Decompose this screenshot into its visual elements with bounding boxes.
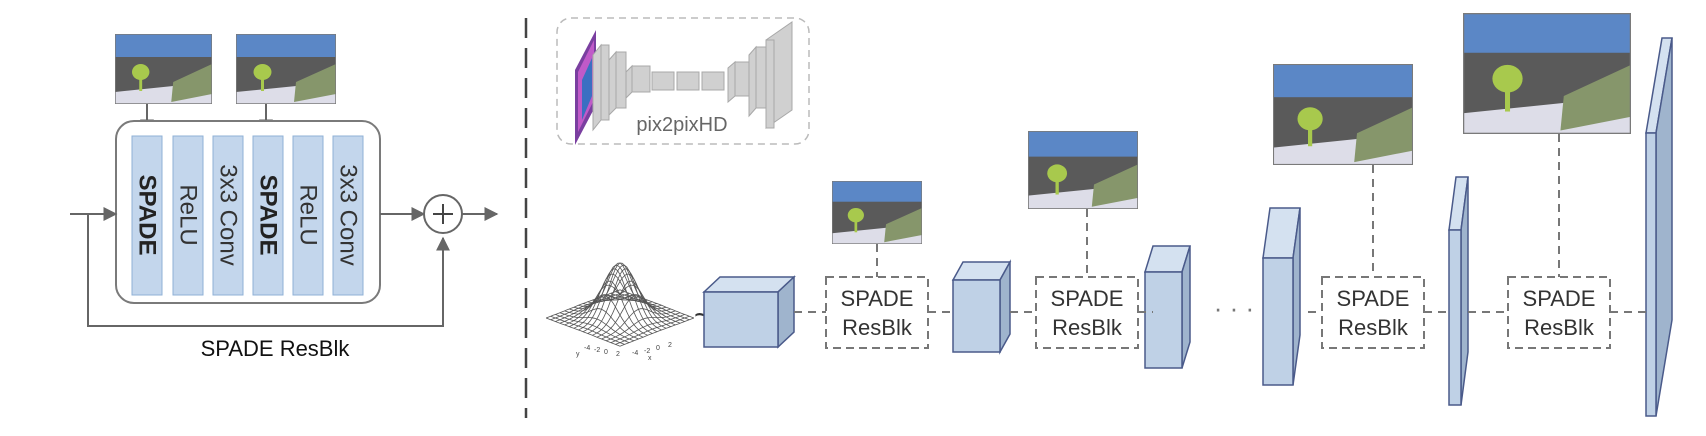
segmentation-map-icon	[832, 181, 922, 244]
svg-text:SPADE: SPADE	[1523, 286, 1596, 311]
noise-tick-label: 0	[604, 349, 608, 356]
plus-circle-icon	[423, 194, 463, 234]
resblk-layer-relu: ReLU	[292, 135, 324, 296]
noise-tick-label: 2	[616, 351, 620, 358]
noise-axis-label: x	[648, 355, 652, 362]
segmentation-map-icon	[236, 34, 336, 104]
segmentation-map-icon	[1463, 13, 1631, 134]
svg-text:3x3 Conv: 3x3 Conv	[215, 164, 242, 265]
resblk-layer-3x3-conv: 3x3 Conv	[212, 135, 244, 296]
noise-tick-label: -2	[644, 348, 650, 355]
ellipsis-dots: · · ·	[1214, 293, 1254, 323]
resblk-layer-spade: SPADE	[131, 135, 163, 296]
spade-resblk-panel: SPADE ReLU 3x3 Conv SPADE ReLU 3x3 Conv SPADE…	[70, 34, 499, 361]
svg-text:SPADE: SPADE	[841, 286, 914, 311]
svg-text:ResBlk: ResBlk	[842, 315, 913, 340]
segmentation-map-icon	[115, 34, 212, 104]
feature-block-2	[951, 259, 1012, 355]
spade-resblk-box-3: SPADE ResBlk	[1321, 276, 1425, 349]
svg-text:SPADE: SPADE	[1051, 286, 1124, 311]
resblk-layer-3x3-conv: 3x3 Conv	[332, 135, 364, 296]
feature-block-5	[1448, 176, 1469, 406]
noise-tick-label: 2	[668, 342, 672, 349]
svg-text:SPADE: SPADE	[255, 175, 282, 256]
resblk-caption: SPADE ResBlk	[201, 336, 351, 361]
noise-tick-label: 0	[656, 345, 660, 352]
svg-text:SPADE: SPADE	[134, 175, 161, 256]
segmentation-map-icon	[1028, 131, 1138, 209]
noise-axis-label: y	[576, 351, 580, 358]
pix2pixhd-label: pix2pixHD	[636, 114, 727, 136]
noise-tick-label: -4	[632, 350, 638, 357]
network-thumbnail-icon: pix2pixHD	[556, 17, 810, 145]
svg-text:ResBlk: ResBlk	[1338, 315, 1409, 340]
feature-block-3	[1143, 245, 1192, 369]
noise-tick-label: -2	[594, 347, 600, 354]
gaussian-noise-surface-icon: -4 -2 0 2 -4 -2 0 2 y x	[545, 262, 695, 362]
spade-resblk-box-4: SPADE ResBlk	[1507, 276, 1611, 349]
svg-text:3x3 Conv: 3x3 Conv	[335, 164, 362, 265]
resblk-layer-spade: SPADE	[252, 135, 284, 296]
spade-resblk-box-2: SPADE ResBlk	[1035, 276, 1139, 349]
svg-text:ResBlk: ResBlk	[1524, 315, 1595, 340]
spade-resblk-box-1: SPADE ResBlk	[825, 276, 929, 349]
feature-block-4	[1262, 207, 1301, 386]
segmentation-map-icon	[1273, 64, 1413, 165]
svg-text:ReLU: ReLU	[175, 184, 202, 245]
svg-text:ReLU: ReLU	[295, 184, 322, 245]
svg-text:SPADE: SPADE	[1337, 286, 1410, 311]
svg-text:ResBlk: ResBlk	[1052, 315, 1123, 340]
noise-tick-label: -4	[584, 345, 590, 352]
resblk-layer-relu: ReLU	[172, 135, 204, 296]
feature-block-6	[1645, 37, 1673, 417]
feature-block-1	[702, 275, 796, 349]
